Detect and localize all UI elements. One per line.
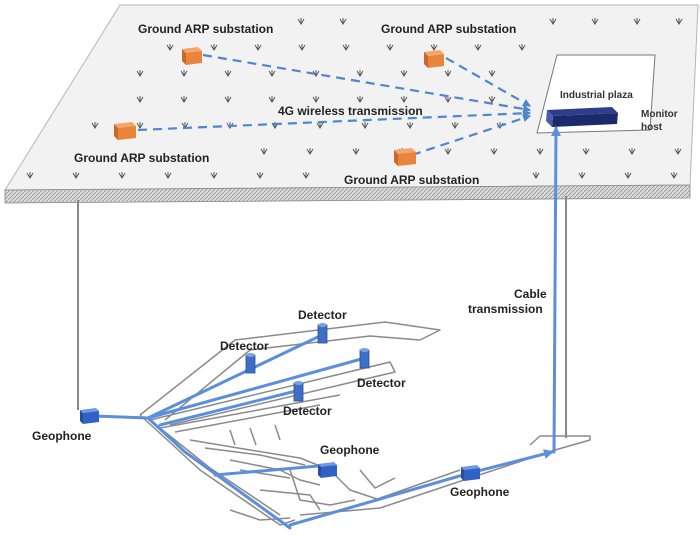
grass-tuft	[256, 172, 264, 179]
ground-surface	[4, 4, 699, 204]
grass-tuft	[444, 70, 452, 77]
geophone-icon-3	[461, 465, 480, 481]
grass-tuft	[312, 96, 320, 103]
substation-2	[424, 50, 444, 68]
substation-label-4: Ground ARP substation	[344, 173, 479, 187]
grass-tuft	[91, 122, 99, 129]
grass-tuft	[624, 172, 632, 179]
geophone-icon-1	[80, 408, 99, 424]
detector-icon-3	[359, 348, 370, 369]
grass-tuft	[578, 172, 586, 179]
grass-tuft	[72, 172, 80, 179]
grass-tuft	[356, 96, 364, 103]
geophone-label-2: Geophone	[320, 443, 380, 457]
grass-tuft	[339, 18, 347, 25]
substation-label-2: Ground ARP substation	[381, 22, 516, 36]
grass-tuft	[268, 70, 276, 77]
grass-tuft	[136, 122, 144, 129]
detector-label-2: Detector	[220, 339, 269, 353]
grass-tuft	[136, 70, 144, 77]
grass-tuft	[210, 44, 218, 51]
detector-label-3: Detector	[357, 376, 406, 390]
grass-tuft	[406, 122, 414, 129]
substation-3	[114, 122, 136, 140]
grass-tuft	[474, 44, 482, 51]
grass-tuft	[118, 172, 126, 179]
geophone-label-1: Geophone	[32, 429, 92, 443]
mine-tunnels	[139, 321, 591, 526]
detector-icon-4	[293, 381, 304, 402]
grass-tuft	[400, 96, 408, 103]
grass-tuft	[488, 96, 496, 103]
detector-icon-2	[245, 353, 256, 374]
substation-label-1: Ground ARP substation	[138, 22, 273, 36]
geophone-label-3: Geophone	[450, 485, 510, 499]
grass-tuft	[628, 148, 636, 155]
geophone-icon-2	[318, 462, 337, 478]
grass-tuft	[224, 96, 232, 103]
grass-tuft	[254, 44, 262, 51]
grass-tuft	[302, 172, 310, 179]
substation-1	[182, 47, 202, 65]
grass-tuft	[298, 44, 306, 51]
grass-tuft	[342, 44, 350, 51]
grass-tuft	[549, 18, 557, 25]
cable-label-line1: Cable	[514, 287, 547, 301]
grass-tuft	[166, 44, 174, 51]
grass-tuft	[136, 96, 144, 103]
grass-tufts	[26, 18, 683, 179]
grass-tuft	[268, 96, 276, 103]
grass-tuft	[488, 70, 496, 77]
grass-tuft	[400, 70, 408, 77]
monitor-label-line1: Monitor	[641, 109, 678, 120]
grass-tuft	[591, 18, 599, 25]
grass-tuft	[306, 148, 314, 155]
grass-tuft	[386, 44, 394, 51]
substation-4	[394, 148, 416, 166]
grass-tuft	[260, 148, 268, 155]
cable-network	[92, 126, 561, 530]
grass-tuft	[536, 148, 544, 155]
grass-tuft	[518, 44, 526, 51]
grass-tuft	[670, 172, 678, 179]
grass-tuft	[180, 70, 188, 77]
grass-tuft	[444, 148, 452, 155]
plaza-label: Industrial plaza	[560, 90, 633, 101]
grass-tuft	[224, 70, 232, 77]
grass-tuft	[490, 148, 498, 155]
grass-tuft	[356, 70, 364, 77]
grass-tuft	[361, 122, 369, 129]
grass-tuft	[180, 96, 188, 103]
wireless-links	[137, 53, 531, 157]
grass-tuft	[297, 18, 305, 25]
grass-tuft	[674, 148, 682, 155]
grass-tuft	[582, 148, 590, 155]
grass-tuft	[532, 172, 540, 179]
monitor-label-line2: host	[641, 122, 663, 133]
grass-tuft	[26, 172, 34, 179]
wireless-label: 4G wireless transmission	[278, 104, 423, 118]
grass-tuft	[633, 18, 641, 25]
grass-tuft	[352, 148, 360, 155]
cable-label-line2: transmission	[468, 302, 543, 316]
monitor-host-icon	[546, 107, 618, 127]
grass-tuft	[430, 44, 438, 51]
detector-icon-1	[317, 323, 328, 344]
support-lines	[77, 196, 567, 438]
grass-tuft	[451, 122, 459, 129]
detector-label-4: Detector	[283, 404, 332, 418]
detector-label-1: Detector	[298, 308, 347, 322]
grass-tuft	[164, 172, 172, 179]
grass-tuft	[675, 18, 683, 25]
grass-tuft	[210, 172, 218, 179]
substation-label-3: Ground ARP substation	[74, 151, 209, 165]
